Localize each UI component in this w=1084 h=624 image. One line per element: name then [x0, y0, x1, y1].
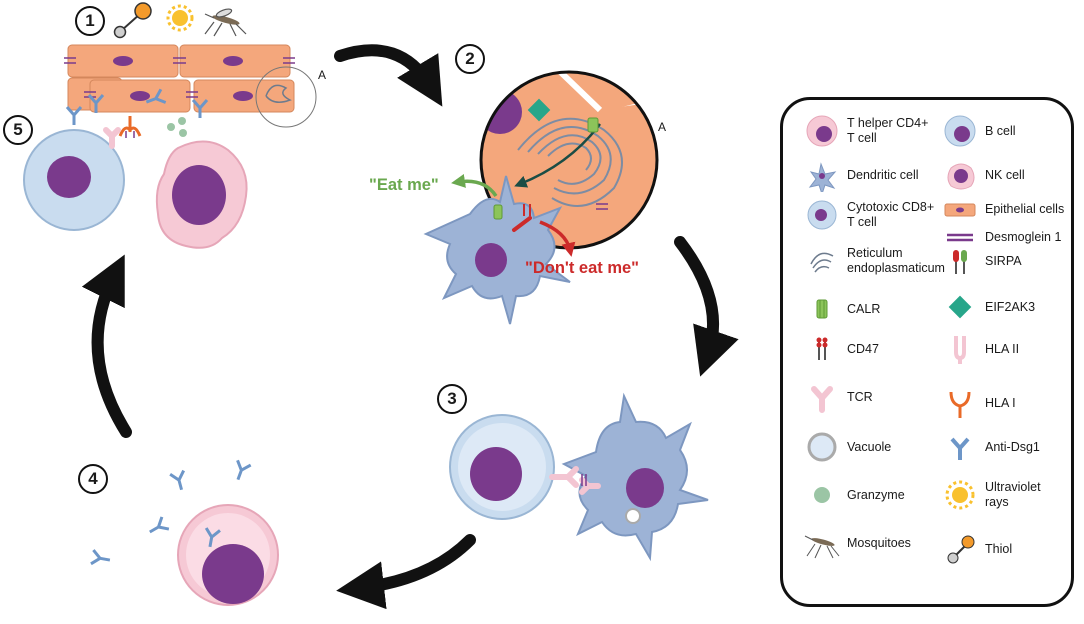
legend-item-thiol: Thiol: [941, 530, 1012, 568]
thiol-icon: [113, 2, 152, 39]
legend-label: Granzyme: [847, 487, 905, 502]
legend-item-desmoglein: Desmoglein 1: [941, 218, 1061, 256]
t-helper-cell-step3: [449, 414, 555, 520]
nk-cell-icon: [941, 156, 979, 194]
thiol-icon: [941, 530, 979, 568]
dendritic-cell-step2: [423, 175, 571, 325]
legend-label: Ultraviolet rays: [985, 480, 1041, 509]
ultraviolet-rays-icon: [941, 476, 979, 514]
legend-item-nk-cell: NK cell: [941, 156, 1025, 194]
zoom-label-large: A: [658, 120, 667, 134]
legend-item-uv: Ultraviolet rays: [941, 476, 1041, 514]
nk-cell: [155, 140, 248, 249]
legend-item-cytotoxic: Cytotoxic CD8+ T cell: [803, 196, 934, 234]
legend-label: Mosquitoes: [847, 535, 911, 550]
legend-label: Epithelial cells: [985, 201, 1065, 216]
anti-dsg1-icon: [941, 428, 979, 466]
eif2ak3-icon: [941, 288, 979, 326]
mosquito-icon: [803, 524, 841, 562]
legend-item-mosquito: Mosquitoes: [803, 524, 911, 562]
mosquito-icon: [204, 8, 247, 37]
granzyme-icon: [803, 476, 841, 514]
step-4-number: 4: [78, 464, 108, 494]
epithelial-cells-icon: [941, 190, 979, 228]
legend-item-sirpa: SIRPA: [941, 242, 1022, 280]
legend-label: Desmoglein 1: [985, 229, 1062, 244]
vacuole-icon: [803, 428, 841, 466]
b-cell-icon: [941, 112, 979, 150]
legend-item-epithelial: Epithelial cells: [941, 190, 1064, 228]
calr-on-dc: [493, 204, 503, 220]
legend-item-hla-ii: HLA II: [941, 330, 1019, 368]
tcr-hla-ii-synapse: [549, 466, 601, 495]
dont-eat-me-arrow: [539, 220, 576, 257]
granzyme-granules: [167, 117, 187, 137]
hla-i-icon: [941, 384, 979, 422]
legend-item-calr: CALR: [803, 290, 880, 328]
legend-label: SIRPA: [985, 253, 1022, 268]
legend-item-t-helper: T helper CD4+ T cell: [803, 112, 928, 150]
cd47-icon: [803, 330, 841, 368]
step-3-number: 3: [437, 384, 467, 414]
legend-label: Thiol: [985, 541, 1013, 556]
dont-eat-me-label: "Don't eat me": [525, 259, 640, 277]
legend-item-hla-i: HLA I: [941, 384, 1016, 422]
desmoglein-icon: [941, 218, 979, 256]
legend-item-reticulum: Reticulum endoplasmaticum: [803, 242, 945, 280]
anti-dsg1-antibodies: [65, 88, 209, 125]
legend-item-anti-dsg1: Anti-Dsg1: [941, 428, 1040, 466]
dendritic-cell-step3: [561, 392, 709, 562]
cytotoxic-t-cell-icon: [803, 196, 841, 234]
legend-item-dendritic: Dendritic cell: [803, 156, 919, 194]
calr-marker: [587, 117, 599, 133]
legend-label: CD47: [847, 341, 879, 356]
legend-label: NK cell: [985, 167, 1025, 182]
cycle-arrows: [81, 44, 739, 610]
dendritic-cell-icon: [803, 156, 841, 194]
legend-label: Cytotoxic CD8+ T cell: [847, 200, 935, 229]
legend-label: Vacuole: [847, 439, 892, 454]
calr-icon: [803, 290, 841, 328]
legend-label: Anti-Dsg1: [985, 439, 1040, 454]
legend-label: T helper CD4+ T cell: [847, 116, 929, 145]
released-antibodies: [90, 459, 252, 566]
legend-label: B cell: [985, 123, 1016, 138]
step-5-number: 5: [3, 115, 33, 145]
legend-box: T helper CD4+ T cell Dendritic cell Cyto…: [780, 97, 1074, 607]
legend-label: HLA II: [985, 341, 1020, 356]
step-2-number: 2: [455, 44, 485, 74]
legend-label: Reticulum endoplasmaticum: [847, 246, 945, 275]
epithelial-cells: [64, 44, 317, 128]
legend-label: HLA I: [985, 395, 1016, 410]
hla-ii-icon: [941, 330, 979, 368]
ultraviolet-rays-icon: [166, 4, 194, 32]
eif2ak3-marker: [527, 98, 551, 122]
endoplasmic-reticulum-icon: [803, 242, 841, 280]
legend-item-cd47: CD47: [803, 330, 879, 368]
legend-item-granzyme: Granzyme: [803, 476, 905, 514]
sirpa-icon: [941, 242, 979, 280]
legend-label: TCR: [847, 389, 873, 404]
legend-item-eif2ak3: EIF2AK3: [941, 288, 1035, 326]
cytotoxic-t-cell: [23, 127, 125, 231]
legend-item-tcr: TCR: [803, 378, 873, 416]
legend-item-vacuole: Vacuole: [803, 428, 891, 466]
cd47-sirpa-pair: [512, 204, 532, 232]
b-cell-step4: [177, 504, 279, 606]
tcr-icon: [803, 378, 841, 416]
legend-item-b-cell: B cell: [941, 112, 1016, 150]
legend-label: Dendritic cell: [847, 167, 919, 182]
eat-me-arrow: [451, 174, 498, 198]
legend-label: CALR: [847, 301, 881, 316]
t-helper-cell-icon: [803, 112, 841, 150]
step-1-number: 1: [75, 6, 105, 36]
legend-label: EIF2AK3: [985, 299, 1036, 314]
eat-me-label: "Eat me": [369, 176, 439, 194]
hla-i-molecule: [118, 116, 142, 138]
zoom-label-small: A: [318, 68, 327, 82]
